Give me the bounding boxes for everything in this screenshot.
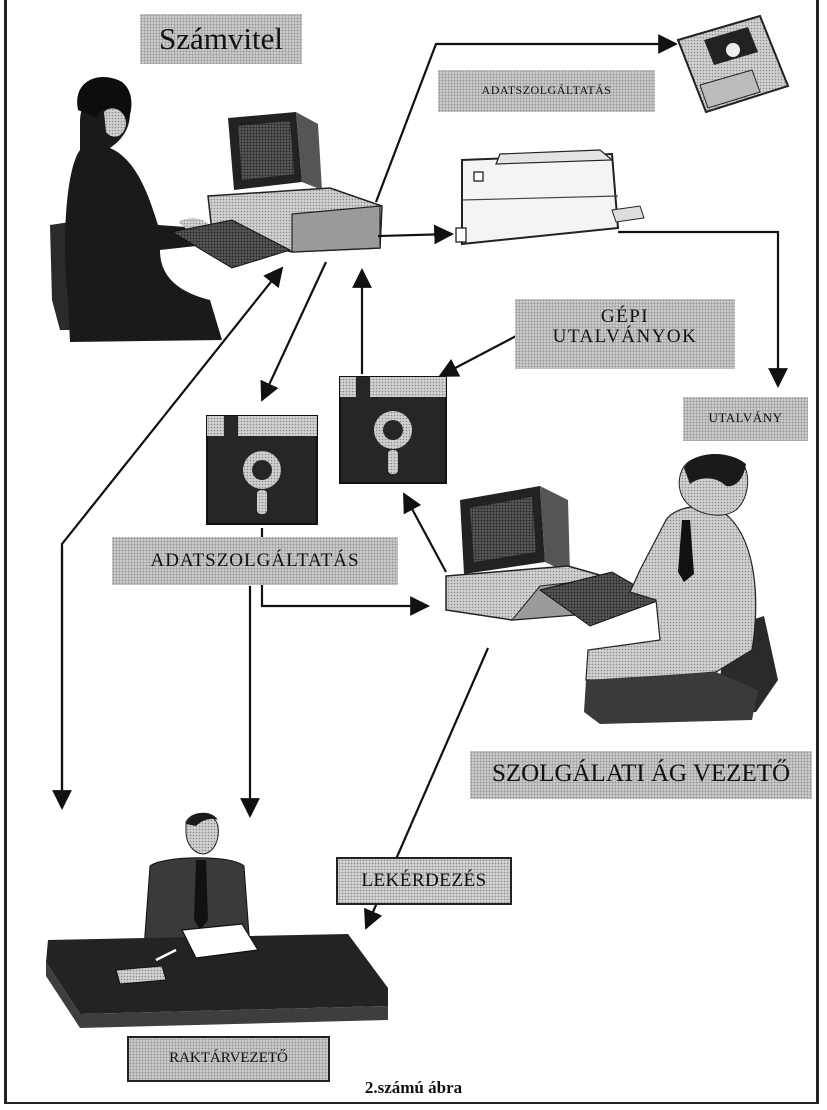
service-manager-figure <box>584 453 778 724</box>
diskette-left-icon <box>206 415 318 525</box>
label-adatszolgaltatas-top: ADATSZOLGÁLTATÁS <box>438 70 655 112</box>
connector-arrows <box>52 34 788 930</box>
label-szolgalati-ag-vezeto: SZOLGÁLATI ÁG VEZETŐ <box>470 751 812 799</box>
warehouse-desk <box>46 923 388 1028</box>
floppy-3-5-icon <box>676 14 790 114</box>
label-raktarvezeto: RAKTÁRVEZETŐ <box>127 1036 330 1082</box>
label-gepi-line1: GÉPI <box>600 306 650 327</box>
printer-icon <box>455 149 645 246</box>
label-utalvany: UTALVÁNY <box>683 397 808 441</box>
figure-caption: 2.számú ábra <box>364 1078 463 1097</box>
diskette-right-icon <box>339 376 447 484</box>
accountant-figure <box>50 77 222 342</box>
accountant-computer <box>170 112 383 269</box>
page-frame <box>4 0 819 1104</box>
label-gepi-line2: UTALVÁNYOK <box>552 325 698 347</box>
label-szamvitel: Számvitel <box>140 14 302 64</box>
service-manager-computer <box>445 486 662 627</box>
label-gepi-utalvanyok: GÉPI UTALVÁNYOK <box>515 299 735 369</box>
label-lekerdezes: LEKÉRDEZÉS <box>336 857 512 905</box>
label-adatszolgaltatas-mid: ADATSZOLGÁLTATÁS <box>112 537 398 585</box>
